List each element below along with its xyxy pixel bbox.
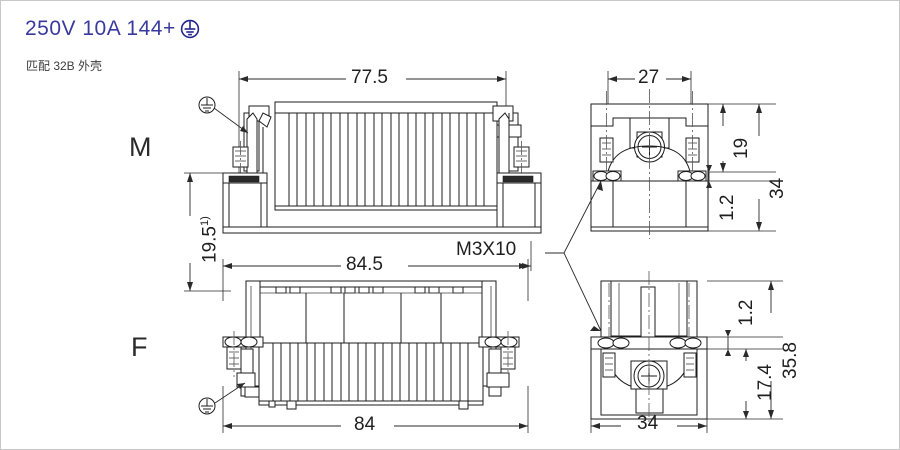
male-side-view	[564, 71, 776, 253]
page-title-text: 250V 10A 144+	[25, 17, 176, 40]
view-label-male: M	[129, 132, 152, 162]
female-side-view	[591, 271, 783, 433]
dim-bottom-front-upper-width: 84.5	[346, 254, 383, 275]
dim-bottom-side-inner-height: 17.4	[755, 364, 776, 401]
page-title: 250V 10A 144+	[25, 17, 201, 41]
male-front-view	[184, 71, 541, 291]
dim-bottom-side-total-height: 35.8	[780, 342, 801, 379]
dim-top-side-total-height: 34	[767, 177, 788, 199]
earth-symbol-female	[199, 383, 245, 414]
dim-bottom-side-flange: 1.2	[736, 299, 757, 326]
dim-top-side-inner-height: 19	[731, 137, 752, 159]
protective-earth-icon	[180, 19, 199, 39]
dim-top-side-width: 27	[638, 67, 660, 88]
page-subtitle: 匹配 32B 外壳	[26, 59, 103, 73]
dim-left-height: 19.51)	[199, 216, 221, 263]
dim-bottom-front-lower-width: 84	[354, 414, 376, 435]
dim-left-height-value: 19.5	[199, 226, 221, 263]
dim-left-height-superscript: 1)	[199, 216, 211, 227]
earth-symbol-male	[199, 97, 248, 133]
female-front-view	[199, 259, 528, 433]
view-label-female: F	[131, 332, 148, 362]
dim-top-front-width: 77.5	[351, 67, 388, 88]
screw-note-label: M3X10	[456, 239, 517, 260]
dim-bottom-side-width: 34	[637, 413, 659, 434]
dim-top-side-flange: 1.2	[717, 194, 738, 221]
